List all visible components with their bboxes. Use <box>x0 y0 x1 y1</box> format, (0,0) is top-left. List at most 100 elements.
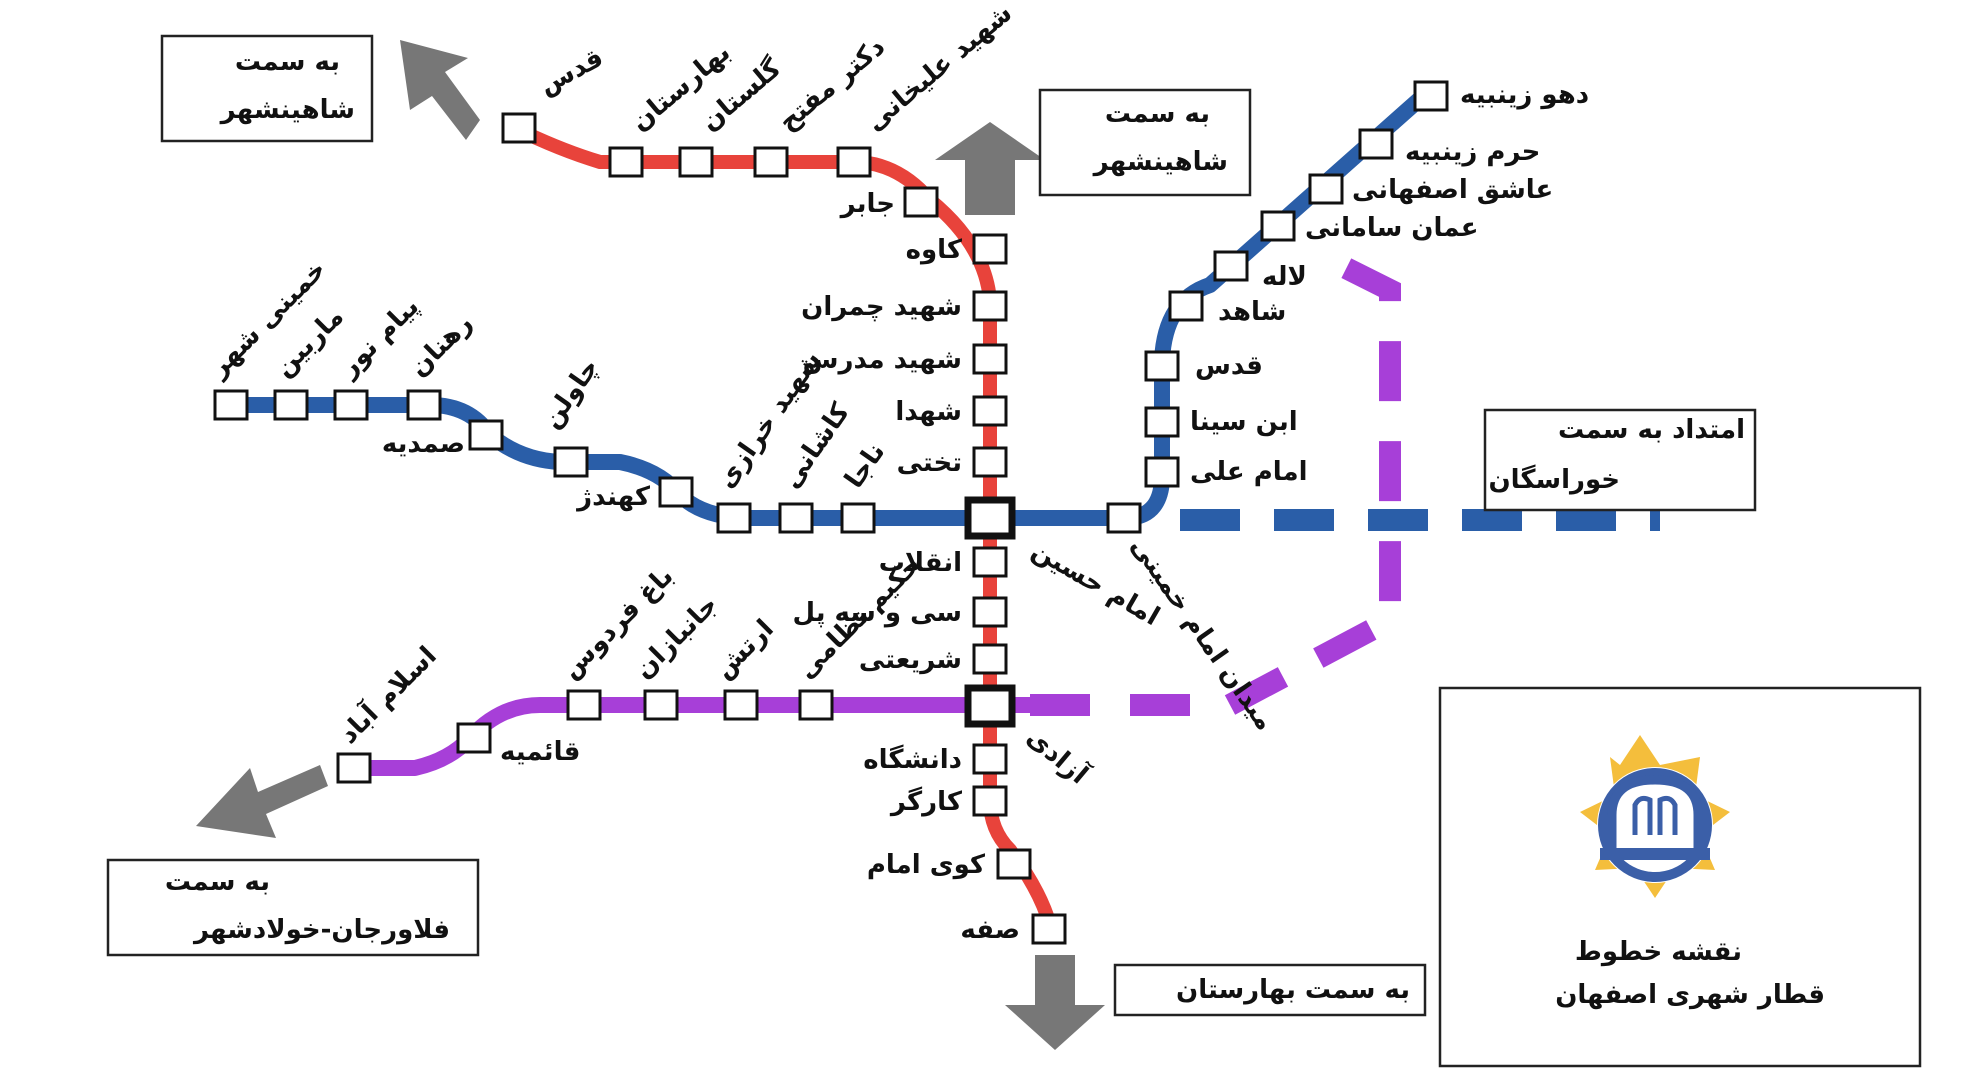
legend-title-line2: قطار شهری اصفهان <box>1555 980 1825 1010</box>
line3-stations <box>336 689 834 784</box>
label-haram-zeynabieh: حرم زینبیه <box>1405 137 1540 167</box>
direction-box-top-center: به سمت شاهینشهر <box>1038 88 1252 197</box>
station-golestan[interactable] <box>678 146 714 178</box>
label-ebne-sina: ابن سینا <box>1190 407 1298 437</box>
label-shahed: شاهد <box>1218 297 1286 327</box>
legend-title-line1: نقشه خطوط <box>1575 937 1742 967</box>
station-shahid-kharrazi[interactable] <box>716 502 752 534</box>
line2-stations <box>213 80 1449 534</box>
station-bozorgmehr[interactable] <box>840 502 876 534</box>
station-janbazan[interactable] <box>643 689 679 721</box>
legend-panel: نقشه خطوط قطار شهری اصفهان <box>1438 686 1922 1068</box>
station-baharestan[interactable] <box>608 146 644 178</box>
station-shariati[interactable] <box>972 643 1008 675</box>
label-samadieh: صمدیه <box>382 429 465 459</box>
label-dehno-zeynabieh: دهو زینبیه <box>1460 80 1589 110</box>
station-kashani[interactable] <box>778 502 814 534</box>
station-haram-zeynabieh[interactable] <box>1358 128 1394 160</box>
station-kohandezh[interactable] <box>658 476 694 508</box>
station-si-o-se-pol[interactable] <box>972 596 1008 628</box>
station-laleh[interactable] <box>1213 250 1249 282</box>
arrow-down-icon <box>1005 955 1105 1050</box>
station-qods-l2[interactable] <box>1144 350 1180 382</box>
station-chaharbagh[interactable] <box>553 446 589 478</box>
label-shahid-alikhani: شهید علیخانی <box>860 0 1018 137</box>
station-payam-noor[interactable] <box>333 389 369 421</box>
station-daneshgah[interactable] <box>972 743 1008 775</box>
label-kargar: کارگر <box>889 786 963 817</box>
direction-box-top-left: به سمت شاهینشهر <box>160 34 374 143</box>
station-samadieh[interactable] <box>468 419 504 451</box>
label-oman-samani: عمان سامانی <box>1305 213 1478 243</box>
label-ashegh-esfahani: عاشق اصفهانی <box>1352 175 1553 205</box>
label-soffeh: صفه <box>960 915 1020 945</box>
direction-top-center-line1: به سمت <box>1105 99 1210 129</box>
label-eslamabad: اسلام آباد <box>332 640 442 750</box>
station-dehno-zeynabieh[interactable] <box>1413 80 1449 112</box>
station-qods-l1[interactable] <box>501 112 537 144</box>
label-jaber: جابر <box>839 189 895 219</box>
station-kargar[interactable] <box>972 785 1008 817</box>
label-kaveh: کاوه <box>906 235 963 265</box>
label-ghaemieh: قائمیه <box>500 737 580 767</box>
direction-bottom-left-line1: به سمت <box>165 867 270 897</box>
station-shahid-alikhani[interactable] <box>836 146 872 178</box>
line1-stations <box>501 112 1067 945</box>
label-shahid-modarres: شهید مدرس <box>803 345 962 375</box>
label-emam-ali: امام علی <box>1190 457 1308 487</box>
station-oman-samani[interactable] <box>1260 210 1296 242</box>
direction-box-right: امتداد به سمت خوراسگان <box>1483 408 1757 512</box>
direction-top-center-line2: شاهینشهر <box>1092 147 1228 177</box>
label-azadi: آزادی <box>1021 721 1096 791</box>
station-emam-hossein[interactable] <box>1106 502 1142 534</box>
station-dr-mofatteh[interactable] <box>753 146 789 178</box>
label-kohandezh: کهندژ <box>575 482 651 512</box>
station-shahid-chamran[interactable] <box>972 290 1008 322</box>
label-qods-l2: قدس <box>1195 351 1263 381</box>
station-ebne-sina[interactable] <box>1144 406 1180 438</box>
direction-top-left-line1: به سمت <box>235 47 340 77</box>
station-soffeh[interactable] <box>1031 913 1067 945</box>
label-shohada: شهدا <box>895 397 962 427</box>
station-bagh-ferdows[interactable] <box>566 689 602 721</box>
station-rahnan[interactable] <box>406 389 442 421</box>
station-shohada[interactable] <box>972 395 1008 427</box>
station-takhti[interactable] <box>972 446 1008 478</box>
direction-right-line2: خوراسگان <box>1488 464 1620 495</box>
label-artesh: ارتش <box>709 614 780 685</box>
station-shahed[interactable] <box>1168 290 1204 322</box>
label-shariati: شریعتی <box>859 645 962 675</box>
label-si-o-se-pol: سی و سه پل <box>793 598 963 628</box>
line3-extension-dashed <box>1030 245 1401 716</box>
arrow-up-icon <box>935 122 1045 215</box>
station-shahid-modarres[interactable] <box>972 343 1008 375</box>
station-ghaemieh[interactable] <box>456 722 492 754</box>
station-hakim-nezami[interactable] <box>798 689 834 721</box>
station-jaber[interactable] <box>903 186 939 218</box>
station-enghelab[interactable] <box>972 546 1008 578</box>
station-eslamabad[interactable] <box>336 752 372 784</box>
station-ashegh-esfahani[interactable] <box>1308 173 1344 205</box>
station-khomeinishahr[interactable] <box>213 389 249 421</box>
label-laleh: لاله <box>1262 262 1307 292</box>
station-marbin[interactable] <box>273 389 309 421</box>
label-chaharbagh: چاولن <box>536 353 605 434</box>
station-kaveh[interactable] <box>972 233 1008 265</box>
direction-box-bottom-left: به سمت فلاورجان-خولادشهر <box>106 858 480 957</box>
arrow-down-left-icon <box>196 765 328 838</box>
label-shahid-chamran: شهید چمران <box>801 292 962 322</box>
label-takhti: تختی <box>897 448 962 478</box>
direction-box-bottom: به سمت بهارستان <box>1113 963 1427 1017</box>
direction-bottom-line1: به سمت بهارستان <box>1176 975 1410 1005</box>
station-emam-ali[interactable] <box>1144 456 1180 488</box>
station-kooye-emam[interactable] <box>996 848 1032 880</box>
interchange-line1-line3[interactable] <box>964 684 1016 728</box>
interchange-line1-line2[interactable] <box>964 496 1016 540</box>
direction-top-left-line2: شاهینشهر <box>219 95 355 125</box>
station-artesh[interactable] <box>723 689 759 721</box>
isfahan-metro-logo-icon <box>1580 735 1730 898</box>
label-enghelab: انقلاب <box>879 548 962 578</box>
direction-bottom-left-line2: فلاورجان-خولادشهر <box>192 915 450 945</box>
direction-right-line1: امتداد به سمت <box>1558 415 1745 445</box>
